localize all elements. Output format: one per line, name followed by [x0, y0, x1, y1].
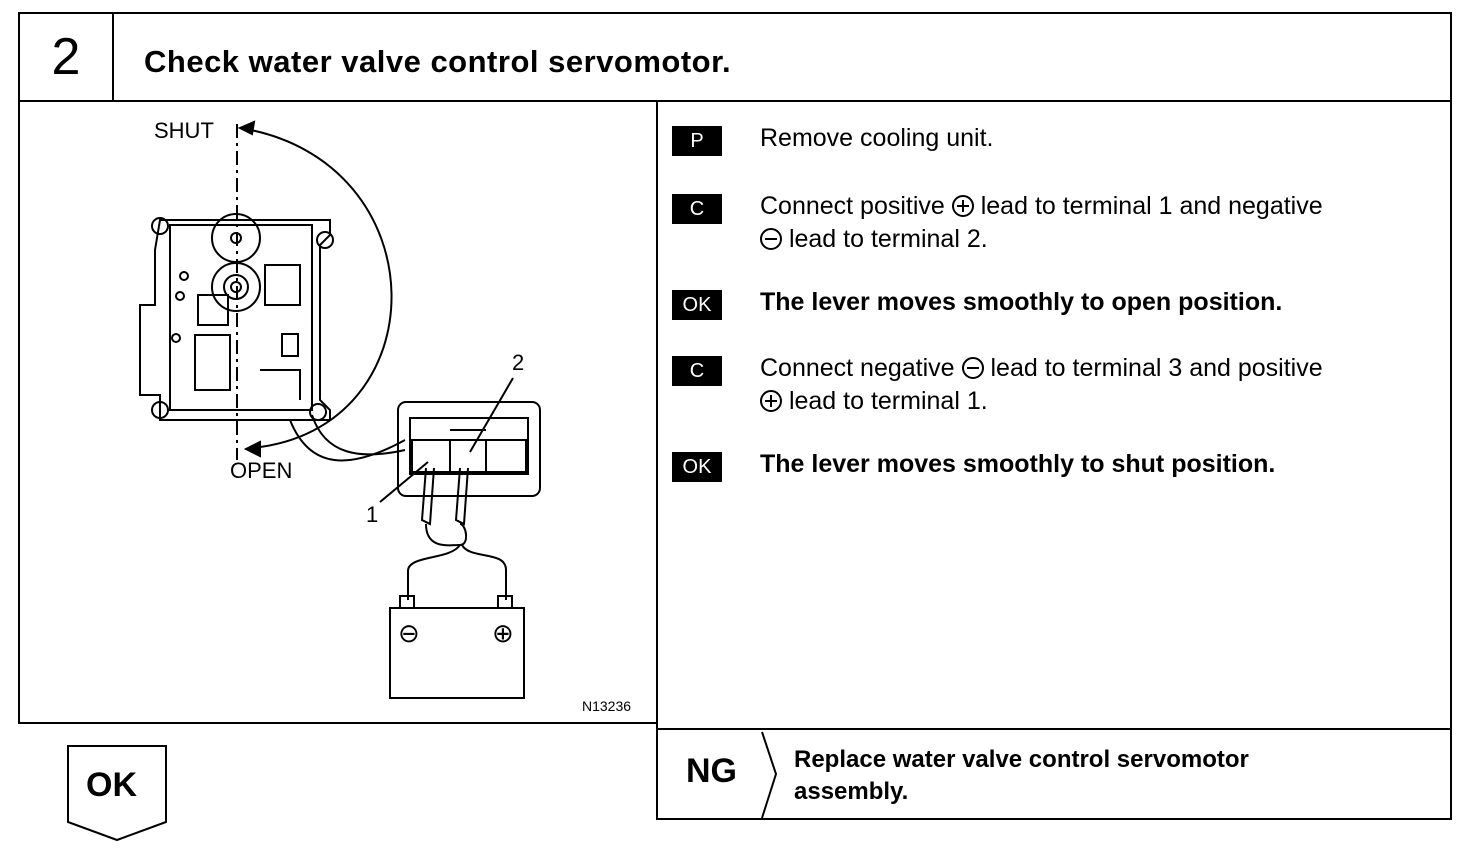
- negative-icon: [961, 357, 984, 379]
- step-text-c: lead to terminal 2.: [782, 225, 988, 253]
- negative-lead: [407, 544, 461, 600]
- step-text-b: lead to terminal 3 and positive: [983, 354, 1323, 382]
- battery-negative-icon: ⊖: [398, 618, 420, 648]
- shut-arrowhead: [237, 120, 256, 136]
- badge-c: C: [672, 356, 722, 386]
- ng-arrow-divider: [761, 731, 778, 819]
- terminal-1: [411, 439, 451, 473]
- step-text-c: lead to terminal 1.: [782, 387, 988, 415]
- connector-housing: [397, 401, 541, 497]
- open-arrowhead: [243, 440, 261, 458]
- ng-text-line2: assembly.: [794, 778, 909, 805]
- diagram-panel: SHUT OPEN 2 1 ⊖ ⊕ N13236: [18, 100, 658, 724]
- step-text-a: Connect positive: [760, 192, 945, 220]
- step-text-b: lead to terminal 1 and negative: [973, 192, 1323, 220]
- negative-icon: [760, 228, 782, 250]
- ng-text-line1: Replace water valve control servomotor: [794, 746, 1249, 773]
- swing-arc: [239, 127, 393, 449]
- label-terminal-1: 1: [366, 502, 379, 527]
- badge-ok: OK: [672, 290, 722, 320]
- label-shut: SHUT: [154, 118, 214, 143]
- figure-id: N13236: [582, 698, 632, 714]
- battery: [389, 607, 525, 699]
- ng-result-label: NG: [686, 752, 737, 790]
- battery-positive-icon: ⊕: [492, 618, 514, 648]
- step-text-a: Connect negative: [760, 354, 955, 382]
- servomotor-diagram: [139, 120, 541, 699]
- ok-result-label: OK: [86, 766, 137, 804]
- leader-1: [379, 461, 429, 503]
- ng-result-box: NG Replace water valve control servomoto…: [656, 728, 1452, 820]
- badge-c: C: [672, 194, 722, 224]
- step-text: The lever moves smoothly to open positio…: [760, 288, 1283, 316]
- procedure-panel: P Remove cooling unit. C Connect positiv…: [656, 100, 1452, 730]
- positive-icon: [760, 390, 782, 412]
- label-open: OPEN: [230, 458, 293, 483]
- label-terminal-2: 2: [512, 350, 525, 375]
- terminal-3: [485, 439, 527, 473]
- step-number: 2: [20, 14, 114, 100]
- step-header: 2 Check water valve control servomotor.: [18, 12, 1452, 102]
- terminal-2: [449, 439, 487, 473]
- step-title: Check water valve control servomotor.: [144, 44, 732, 79]
- step-text: Connect negative lead to terminal 3 and …: [760, 352, 1440, 418]
- servomotor-body: [139, 219, 331, 421]
- step-text: The lever moves smoothly to shut positio…: [760, 450, 1276, 478]
- ok-arrow-box: [67, 745, 167, 842]
- connector-face: [409, 417, 529, 475]
- step-text: Remove cooling unit.: [760, 124, 994, 152]
- gear-lower: [211, 262, 261, 312]
- positive-lead: [461, 544, 507, 600]
- servomotor-inner: [169, 224, 313, 411]
- leader-2: [469, 377, 514, 453]
- badge-ok: OK: [672, 452, 722, 482]
- ng-result-text: Replace water valve control servomotor a…: [794, 744, 1249, 808]
- positive-icon: [951, 195, 974, 217]
- badge-p: P: [672, 126, 722, 156]
- step-text: Connect positive lead to terminal 1 and …: [760, 190, 1440, 256]
